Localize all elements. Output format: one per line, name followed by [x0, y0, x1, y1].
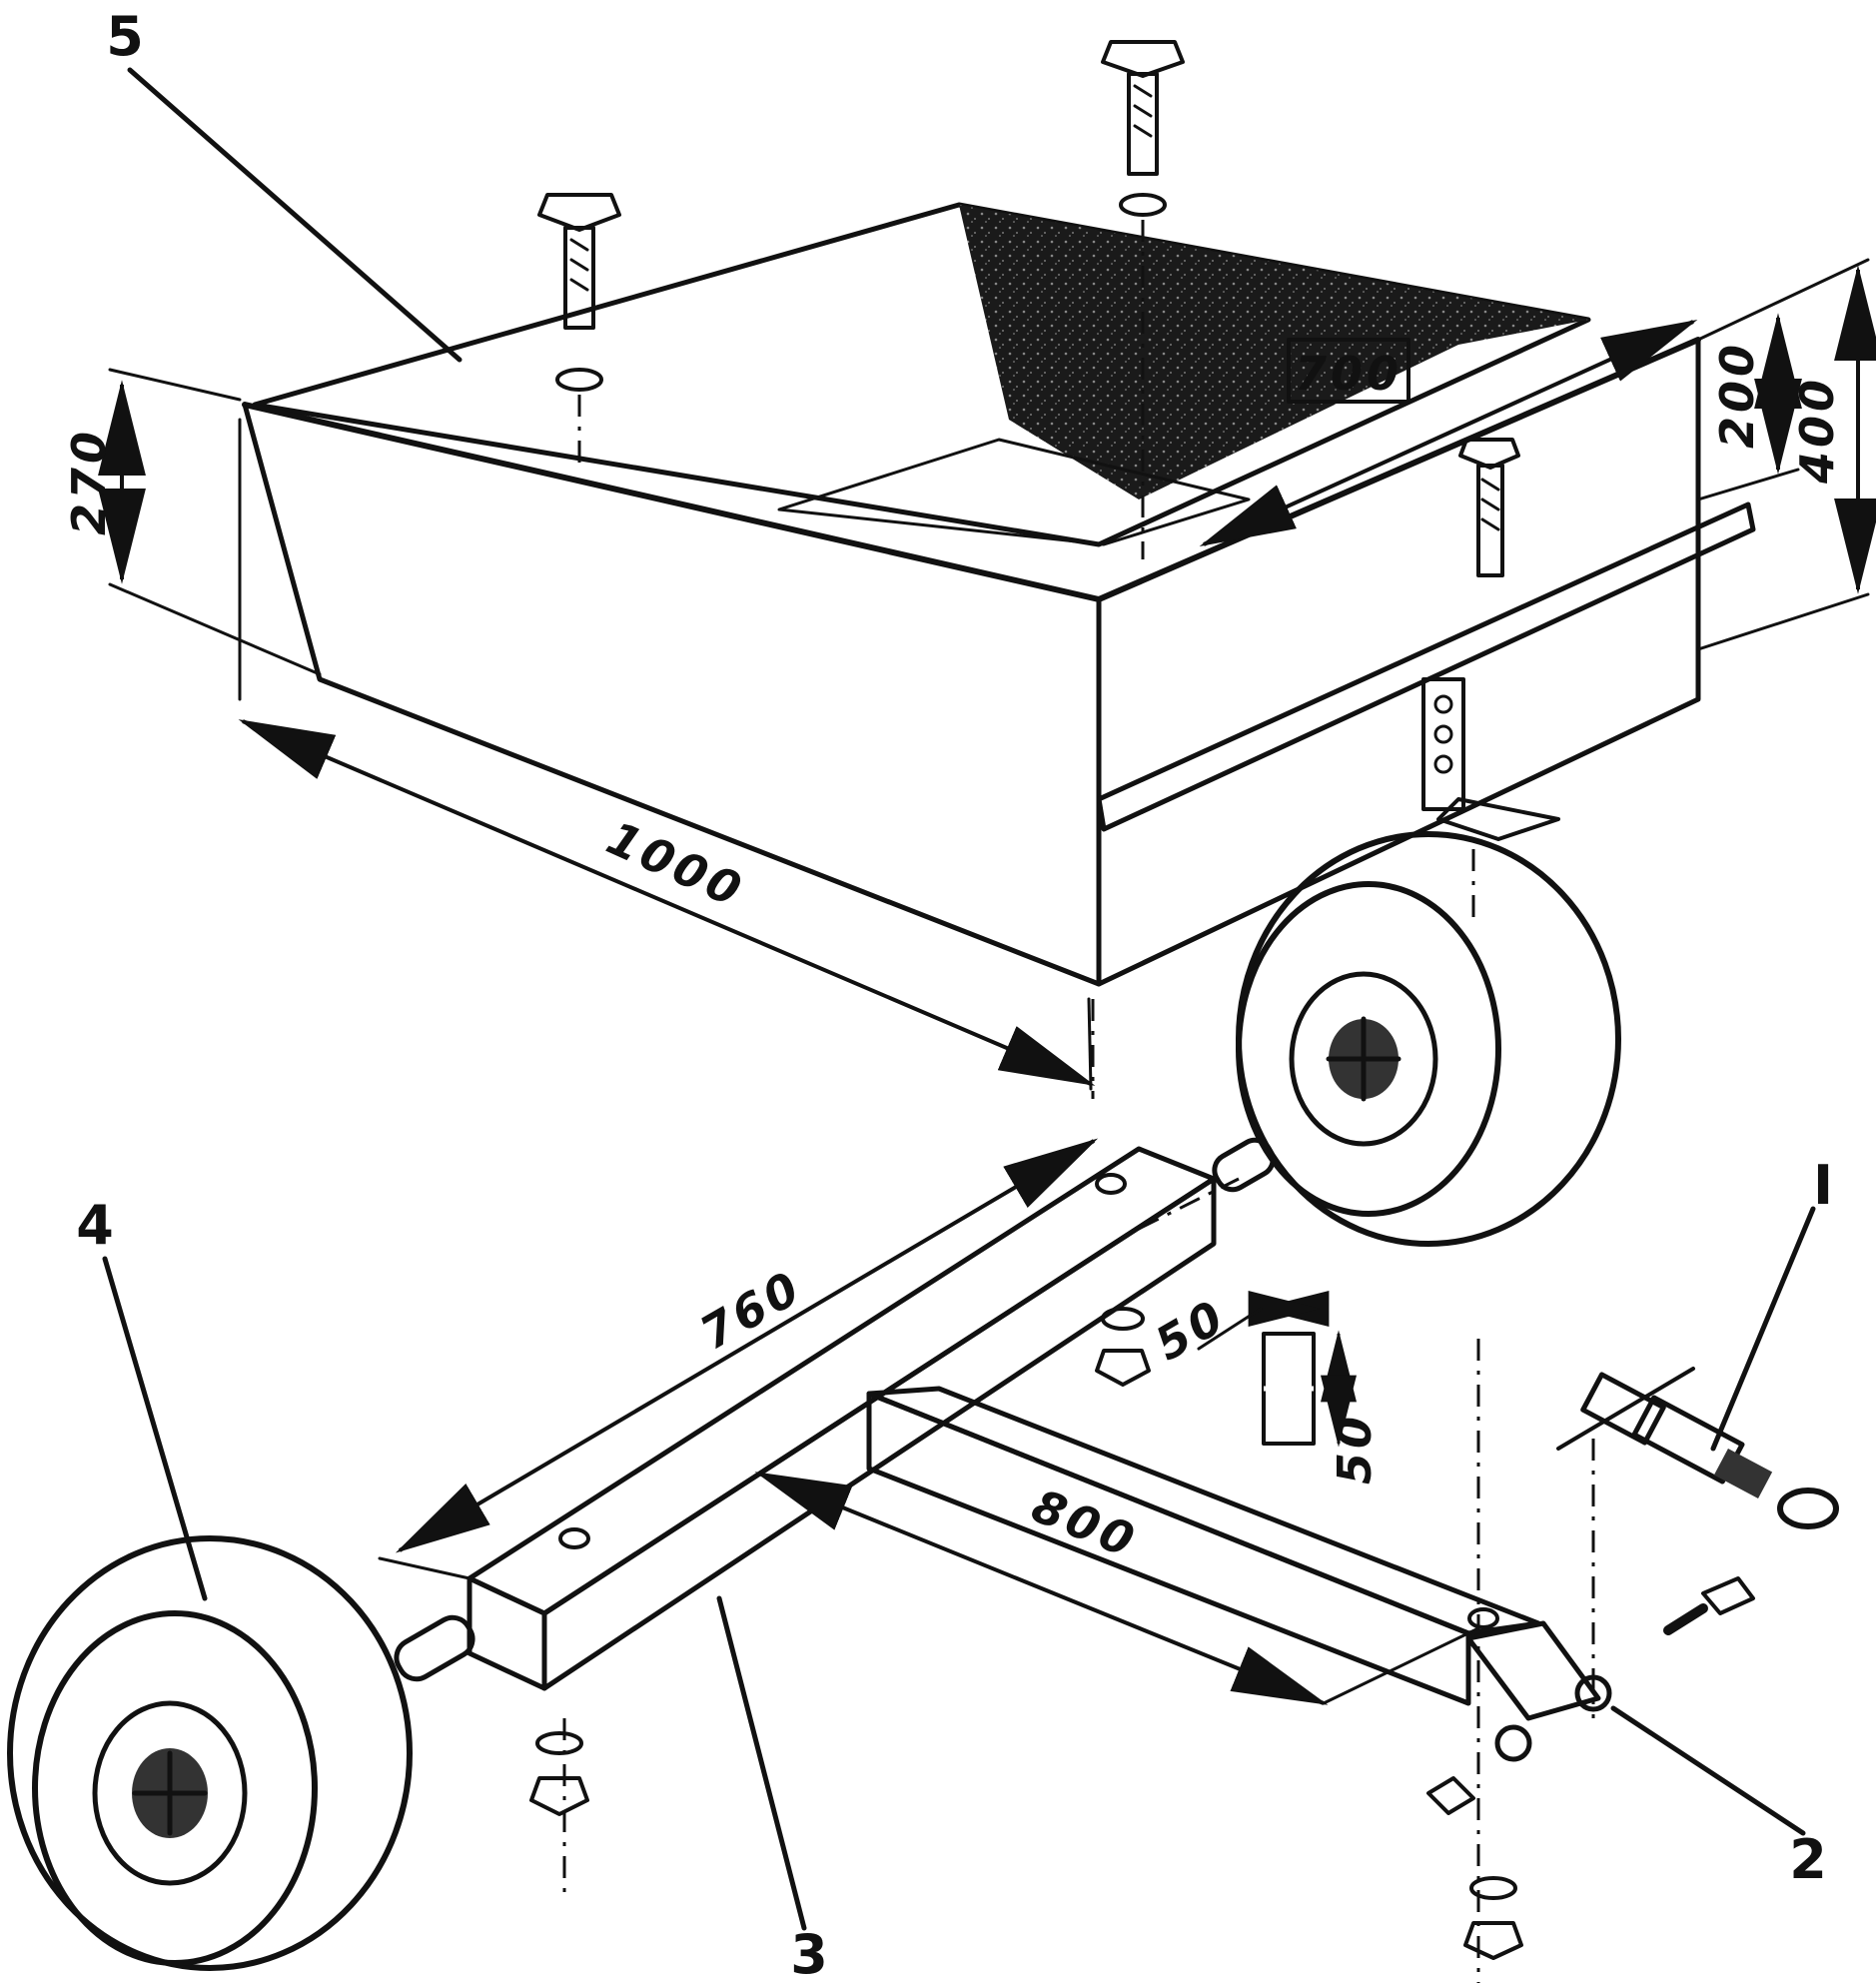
dim-profile-height: 50 [1328, 1413, 1382, 1485]
part-label-1: I [1813, 1154, 1833, 1217]
body-bolts [537, 40, 1520, 577]
dim-body-length: 1000 [599, 810, 753, 918]
side-rail [1096, 501, 1756, 832]
dim-side-height: 200 [1710, 341, 1764, 449]
coupling [1556, 1367, 1839, 1529]
dim-profile-width: 50 [1146, 1289, 1235, 1372]
dim-front-height: 270 [62, 428, 116, 535]
part-label-3: 3 [790, 1923, 828, 1986]
profile-section [1262, 1332, 1316, 1446]
part-label-2: 2 [1789, 1828, 1827, 1891]
hitch-eye [1574, 1674, 1612, 1712]
bolt-icon [1101, 40, 1185, 217]
body-front-face [242, 402, 1102, 987]
fasteners [529, 1307, 1755, 1960]
dimension-lines [98, 258, 1876, 1705]
dim-total-height: 400 [1790, 376, 1844, 485]
bolt-icon [1663, 1576, 1755, 1635]
part-label-5: 5 [106, 5, 144, 68]
dim-body-width: 700 [1295, 347, 1403, 401]
part-label-4: 4 [76, 1194, 114, 1257]
mounting-bracket [1421, 677, 1560, 841]
wheel-right [1236, 831, 1621, 1247]
bolt-icon [537, 193, 621, 392]
leader-lines [102, 67, 1816, 1931]
axle-beam [394, 1137, 1276, 1691]
bolt-icon [1458, 438, 1520, 577]
drawbar [866, 1386, 1612, 1815]
body-inner-back-wall [959, 205, 1588, 499]
wheel-left [7, 1535, 413, 1971]
